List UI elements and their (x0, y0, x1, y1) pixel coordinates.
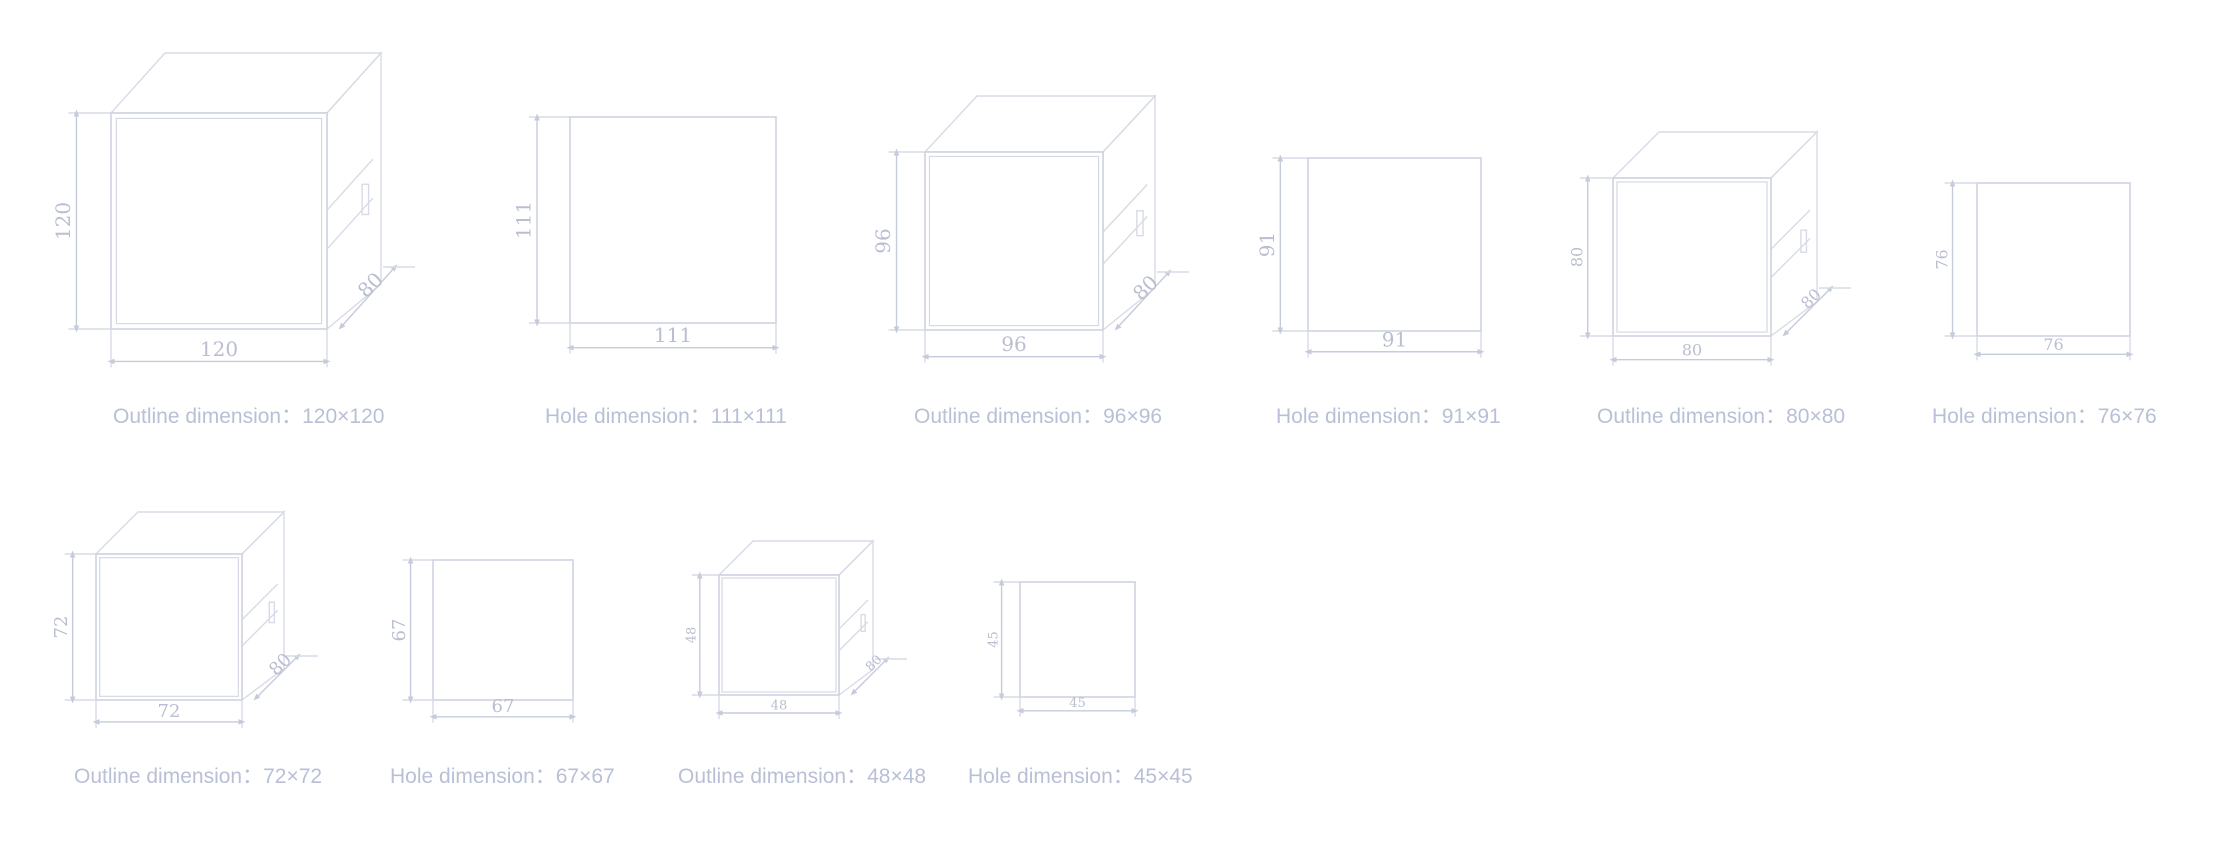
outline-96-side-groove-2 (1102, 216, 1148, 265)
outline-72-side-groove-1 (241, 583, 279, 621)
hole-45-group: 45 45 (986, 578, 1139, 717)
outline-80-side-slot (1800, 229, 1808, 253)
caption-hole-91: Hole dimension：91×91 (1276, 405, 1501, 428)
outline-96-top-face (923, 95, 1157, 153)
outline-80-group: 80 80 80 (1568, 130, 1851, 366)
outline-48-front-face (718, 574, 840, 696)
outline-120-side-groove-2 (326, 197, 374, 250)
hole-91-height-label: 91 (1255, 232, 1279, 257)
outline-72-side-slot (268, 601, 276, 624)
caption-hole-76: Hole dimension：76×76 (1932, 405, 2157, 428)
hole-67-width-label: 67 (492, 696, 515, 717)
outline-48-front-bezel (721, 577, 837, 693)
caption-hole-111: Hole dimension：111×111 (545, 405, 787, 428)
outline-80-height-label: 80 (1568, 247, 1587, 267)
outline-72-group: 72 72 80 (51, 510, 318, 728)
caption-outline-72: Outline dimension：72×72 (74, 765, 323, 788)
outline-80-side-groove-1 (1770, 209, 1811, 250)
outline-80-front-face (1612, 177, 1772, 337)
outline-72-depth-arrow (253, 653, 301, 701)
hole-45-height-label: 45 (986, 631, 1001, 648)
outline-120-side-slot (361, 183, 370, 216)
outline-48-side-face (838, 539, 874, 697)
hole-76-group: 76 76 (1932, 179, 2134, 361)
outline-120-front-face (110, 112, 328, 330)
hole-76-cutout (1976, 182, 2131, 337)
outline-96-front-bezel (928, 155, 1100, 327)
outline-96-side-slot (1136, 210, 1144, 237)
outline-80-depth-label: 80 (1797, 285, 1825, 313)
outline-48-depth-arrow (850, 656, 890, 696)
outline-48-top-face (717, 540, 875, 576)
outline-80-side-groove-2 (1770, 237, 1811, 279)
outline-72-front-face (95, 553, 243, 701)
hole-67-cutout (432, 559, 574, 701)
hole-91-width-label: 91 (1382, 327, 1407, 351)
outline-80-width-label: 80 (1682, 340, 1702, 359)
outline-120-top-face (109, 52, 383, 114)
outline-120-width-label: 120 (200, 337, 238, 361)
outline-96-width-label: 96 (1001, 332, 1026, 356)
outline-96-group: 96 96 80 (871, 94, 1189, 363)
outline-48-height-label: 48 (685, 627, 700, 644)
outline-80-top-face (1611, 131, 1819, 179)
outline-96-height-label: 96 (871, 228, 895, 253)
outline-96-front-face (924, 151, 1104, 331)
hole-67-height-label: 67 (389, 619, 410, 642)
outline-72-depth-label: 80 (265, 649, 296, 680)
caption-outline-96: Outline dimension：96×96 (914, 405, 1163, 428)
caption-outline-120: Outline dimension：120×120 (113, 405, 385, 428)
outline-48-side-slot (860, 613, 866, 633)
hole-91-group: 91 91 (1255, 154, 1485, 358)
outline-72-width-label: 72 (158, 701, 181, 722)
outline-80-depth-arrow (1782, 285, 1834, 337)
hole-111-cutout (569, 116, 777, 324)
hole-45-width-label: 45 (1069, 696, 1086, 711)
outline-72-top-face (94, 511, 286, 555)
hole-76-width-label: 76 (2043, 335, 2063, 354)
outline-72-height-label: 72 (51, 616, 72, 639)
outline-96-depth-label: 80 (1128, 270, 1163, 305)
caption-outline-48: Outline dimension：48×48 (678, 765, 927, 788)
outline-120-depth-label: 80 (353, 267, 388, 302)
outline-80-front-bezel (1616, 181, 1768, 333)
hole-111-width-label: 111 (654, 323, 692, 347)
outline-96-side-groove-1 (1102, 184, 1148, 233)
caption-hole-67: Hole dimension：67×67 (390, 765, 615, 788)
outline-120-height-label: 120 (51, 202, 75, 240)
outline-72-side-groove-2 (241, 609, 279, 647)
outline-120-depth-arrow (338, 264, 398, 330)
hole-76-height-label: 76 (1932, 249, 1951, 269)
caption-hole-45: Hole dimension：45×45 (968, 765, 1193, 788)
outline-48-group: 48 48 80 (685, 539, 907, 719)
caption-outline-80: Outline dimension：80×80 (1597, 405, 1846, 428)
outline-48-side-groove-1 (838, 599, 869, 630)
outline-120-side-groove-1 (326, 158, 374, 211)
outline-96-depth-arrow (1114, 269, 1172, 331)
hole-45-cutout (1019, 581, 1136, 698)
hole-67-group: 67 67 (389, 556, 577, 723)
outline-120-front-bezel (115, 117, 323, 325)
hole-111-height-label: 111 (512, 201, 536, 239)
outline-72-front-bezel (99, 557, 239, 697)
outline-48-side-groove-2 (838, 621, 869, 652)
outline-48-width-label: 48 (771, 698, 788, 713)
outline-48-depth-label: 80 (863, 653, 885, 675)
hole-111-group: 111 111 (512, 113, 780, 354)
hole-91-cutout (1307, 157, 1482, 332)
outline-120-group: 120 120 80 (51, 51, 415, 368)
